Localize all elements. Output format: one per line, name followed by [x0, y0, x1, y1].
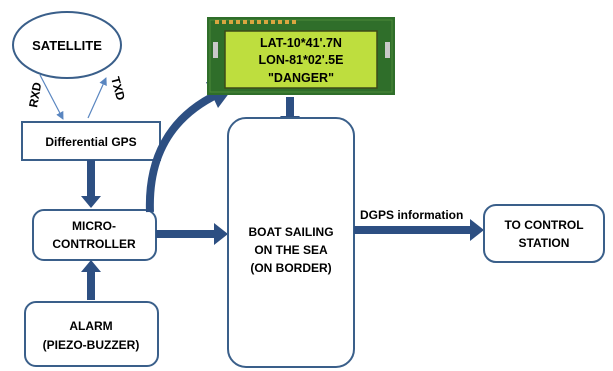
alarm-to-micro-arrow [81, 260, 101, 300]
micro-label-1: MICRO- [72, 219, 116, 233]
station-label-1: TO CONTROL [504, 218, 583, 232]
dgps-to-micro-arrow [81, 160, 101, 208]
boat-label-1: BOAT SAILING [248, 225, 333, 239]
boat-label-3: (ON BORDER) [250, 261, 331, 275]
micro-to-lcd-arrow [145, 82, 236, 213]
lcd-pin-header [215, 20, 296, 24]
control-station-node: TO CONTROL STATION [483, 204, 605, 263]
lcd-line-1: LAT-10*41'.7N [260, 36, 342, 50]
boat-label-2: ON THE SEA [254, 243, 328, 257]
boat-node: BOAT SAILING ON THE SEA (ON BORDER) [227, 117, 355, 368]
satellite-label: SATELLITE [32, 38, 102, 53]
alarm-label-2: (PIEZO-BUZZER) [43, 338, 140, 352]
rxd-label: RXD [26, 81, 44, 109]
dgps-label: Differential GPS [45, 135, 136, 149]
micro-to-boat-arrow [156, 223, 228, 245]
rxd-arrow [39, 74, 64, 120]
alarm-label-1: ALARM [69, 319, 112, 333]
microcontroller-node: MICRO- CONTROLLER [32, 209, 157, 261]
boat-to-station-arrow [354, 219, 484, 241]
alarm-node: ALARM (PIEZO-BUZZER) [24, 301, 159, 367]
micro-label-2: CONTROLLER [52, 237, 136, 251]
lcd-line-2: LON-81*02'.5E [259, 53, 344, 67]
station-label-2: STATION [519, 236, 570, 250]
dgps-info-label: DGPS information [360, 208, 463, 222]
satellite-node: SATELLITE [12, 11, 122, 79]
lcd-display: LAT-10*41'.7N LON-81*02'.5E "DANGER" [207, 17, 395, 95]
lcd-line-3: "DANGER" [268, 71, 334, 85]
dgps-node: Differential GPS [21, 121, 161, 161]
txd-arrow [87, 77, 107, 119]
txd-label: TXD [108, 75, 128, 102]
